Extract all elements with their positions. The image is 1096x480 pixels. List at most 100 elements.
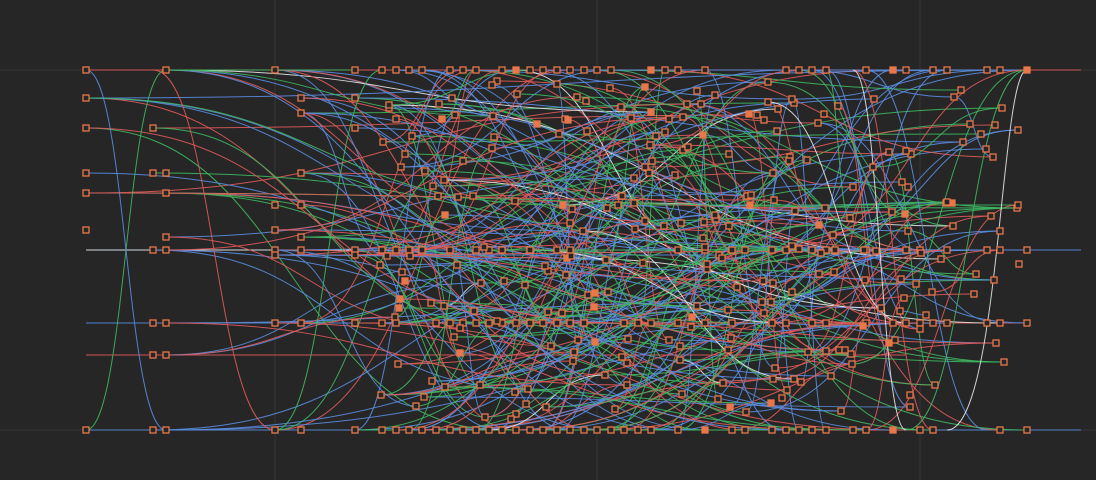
graph-node[interactable] (440, 176, 448, 184)
graph-node[interactable] (591, 289, 599, 297)
graph-node[interactable] (547, 342, 555, 350)
graph-node[interactable] (614, 201, 622, 209)
graph-node[interactable] (699, 234, 707, 242)
graph-node[interactable] (511, 197, 519, 205)
graph-node[interactable] (950, 93, 958, 101)
graph-node[interactable] (983, 246, 991, 254)
graph-node[interactable] (498, 246, 506, 254)
graph-node[interactable] (861, 276, 869, 284)
graph-node[interactable] (498, 66, 506, 74)
graph-node[interactable] (983, 66, 991, 74)
graph-node[interactable] (451, 111, 459, 119)
graph-node[interactable] (566, 426, 574, 434)
graph-node[interactable] (446, 426, 454, 434)
graph-node[interactable] (676, 356, 684, 364)
graph-node[interactable] (889, 426, 897, 434)
graph-node[interactable] (631, 225, 639, 233)
graph-node[interactable] (441, 211, 449, 219)
graph-node[interactable] (788, 95, 796, 103)
graph-node[interactable] (472, 66, 480, 74)
graph-node[interactable] (603, 204, 611, 212)
graph-node[interactable] (591, 338, 599, 346)
graph-node[interactable] (1000, 358, 1008, 366)
graph-node[interactable] (378, 426, 386, 434)
graph-node[interactable] (392, 426, 400, 434)
graph-node[interactable] (623, 359, 631, 367)
graph-node[interactable] (470, 307, 478, 315)
graph-node[interactable] (902, 66, 910, 74)
graph-node[interactable] (803, 156, 811, 164)
graph-node[interactable] (401, 277, 409, 285)
graph-node[interactable] (553, 426, 561, 434)
graph-node[interactable] (564, 116, 572, 124)
graph-node[interactable] (378, 66, 386, 74)
graph-node[interactable] (767, 399, 775, 407)
graph-node[interactable] (297, 169, 305, 177)
graph-node[interactable] (526, 426, 534, 434)
graph-node[interactable] (420, 393, 428, 401)
graph-node[interactable] (397, 163, 405, 171)
graph-node[interactable] (490, 133, 498, 141)
graph-node[interactable] (671, 171, 679, 179)
graph-node[interactable] (378, 246, 386, 254)
graph-node[interactable] (434, 192, 442, 200)
graph-node[interactable] (392, 115, 400, 123)
graph-node[interactable] (996, 426, 1004, 434)
graph-node[interactable] (943, 198, 951, 206)
graph-node[interactable] (822, 319, 830, 327)
graph-node[interactable] (759, 277, 767, 285)
graph-node[interactable] (647, 426, 655, 434)
graph-node[interactable] (512, 319, 520, 327)
graph-node[interactable] (553, 80, 561, 88)
graph-node[interactable] (472, 319, 480, 327)
graph-node[interactable] (507, 415, 515, 423)
graph-node[interactable] (378, 319, 386, 327)
graph-node[interactable] (630, 199, 638, 207)
graph-node[interactable] (601, 371, 609, 379)
graph-node[interactable] (906, 391, 914, 399)
graph-node[interactable] (512, 66, 520, 74)
graph-node[interactable] (904, 183, 912, 191)
graph-node[interactable] (526, 319, 534, 327)
graph-node[interactable] (1014, 201, 1022, 209)
graph-node[interactable] (790, 375, 798, 383)
graph-node[interactable] (405, 66, 413, 74)
graph-node[interactable] (900, 294, 908, 302)
graph-node[interactable] (822, 347, 830, 355)
graph-node[interactable] (902, 319, 910, 327)
graph-node[interactable] (351, 94, 359, 102)
graph-node[interactable] (726, 403, 734, 411)
graph-node[interactable] (647, 66, 655, 74)
graph-node[interactable] (733, 283, 741, 291)
graph-node[interactable] (472, 426, 480, 434)
graph-node[interactable] (700, 218, 708, 226)
graph-node[interactable] (271, 201, 279, 209)
graph-node[interactable] (827, 372, 835, 380)
graph-node[interactable] (652, 132, 660, 140)
graph-node[interactable] (580, 319, 588, 327)
graph-node[interactable] (566, 219, 574, 227)
graph-node[interactable] (849, 426, 857, 434)
graph-node[interactable] (500, 277, 508, 285)
graph-node[interactable] (912, 280, 920, 288)
graph-node[interactable] (162, 426, 170, 434)
graph-node[interactable] (149, 351, 157, 359)
graph-node[interactable] (472, 246, 480, 254)
graph-node[interactable] (683, 100, 691, 108)
graph-node[interactable] (674, 246, 682, 254)
graph-node[interactable] (701, 426, 709, 434)
graph-node[interactable] (418, 66, 426, 74)
graph-node[interactable] (674, 319, 682, 327)
graph-node[interactable] (817, 249, 825, 257)
graph-node[interactable] (162, 66, 170, 74)
graph-node[interactable] (271, 426, 279, 434)
graph-node[interactable] (611, 405, 619, 413)
graph-node[interactable] (297, 94, 305, 102)
graph-node[interactable] (697, 100, 705, 108)
graph-node[interactable] (271, 251, 279, 259)
graph-node[interactable] (162, 169, 170, 177)
graph-node[interactable] (647, 319, 655, 327)
graph-node[interactable] (512, 410, 520, 418)
graph-node[interactable] (481, 413, 489, 421)
graph-node[interactable] (970, 290, 978, 298)
